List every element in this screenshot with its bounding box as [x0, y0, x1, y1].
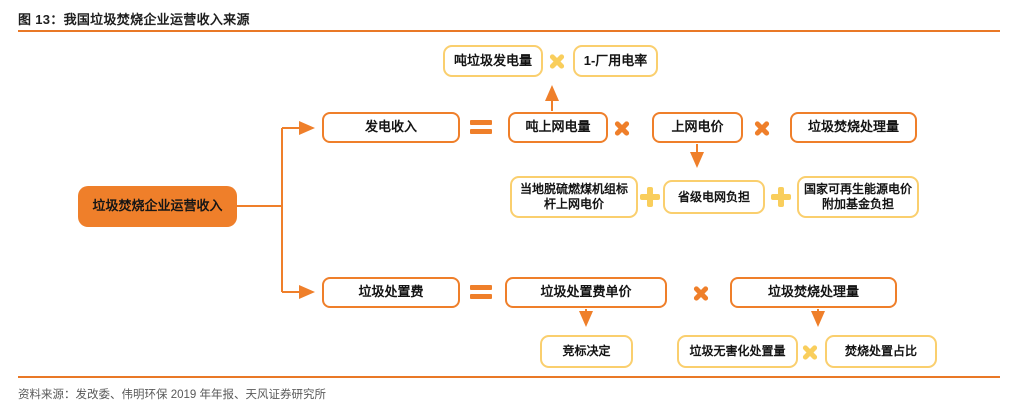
figure-title: 图 13：我国垃圾焚烧企业运营收入来源	[18, 12, 250, 27]
node-root-operating-income: 垃圾焚烧企业运营收入	[78, 186, 237, 227]
multiply-operator	[548, 52, 566, 70]
multiply-operator	[801, 343, 819, 361]
bottom-divider	[18, 376, 1000, 378]
node-one-minus-plant-rate: 1-厂用电率	[573, 45, 658, 77]
multiply-operator	[613, 119, 631, 137]
node-tons-power-generation: 吨垃圾发电量	[443, 45, 543, 77]
node-incineration-volume-top: 垃圾焚烧处理量	[790, 112, 917, 143]
figure-source: 资料来源：发改委、伟明环保 2019 年年报、天风证券研究所	[18, 389, 326, 401]
node-provincial-grid-burden: 省级电网负担	[663, 180, 765, 214]
node-incineration-volume-bottom: 垃圾焚烧处理量	[730, 277, 897, 308]
equals-operator	[470, 120, 492, 134]
node-bid-decision: 竞标决定	[540, 335, 633, 368]
node-incineration-ratio: 焚烧处置占比	[825, 335, 937, 368]
multiply-operator	[692, 284, 710, 302]
node-tons-grid-power: 吨上网电量	[508, 112, 608, 143]
node-power-income: 发电收入	[322, 112, 460, 143]
multiply-operator	[753, 119, 771, 137]
plus-operator	[771, 187, 791, 207]
node-waste-disposal-unit-price: 垃圾处置费单价	[505, 277, 667, 308]
node-waste-disposal-fee: 垃圾处置费	[322, 277, 460, 308]
node-harmless-disposal-volume: 垃圾无害化处置量	[677, 335, 798, 368]
node-grid-price: 上网电价	[652, 112, 743, 143]
node-benchmark-price: 当地脱硫燃煤机组标杆上网电价	[510, 176, 638, 218]
equals-operator	[470, 285, 492, 299]
node-national-renewable-fund: 国家可再生能源电价附加基金负担	[797, 176, 919, 218]
plus-operator	[640, 187, 660, 207]
top-divider	[18, 30, 1000, 32]
